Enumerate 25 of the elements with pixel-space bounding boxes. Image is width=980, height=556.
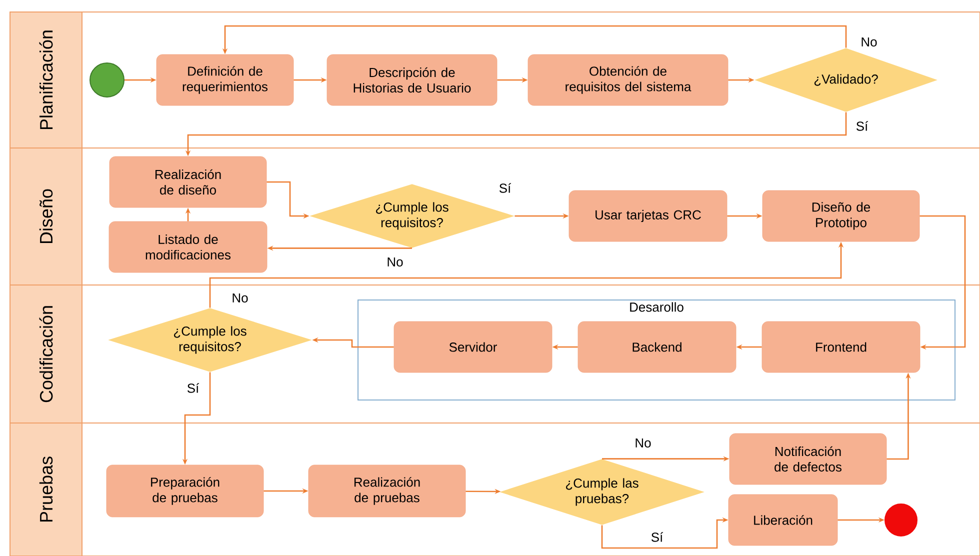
end-circle (884, 504, 918, 536)
process-box: Liberación (728, 494, 838, 546)
edge-label: Sí (854, 120, 870, 132)
process-box: Definición de requerimientos (156, 54, 294, 106)
process-box: Obtención de requisitos del sistema (528, 54, 728, 106)
edge-label: Sí (186, 382, 200, 394)
process-box: Realización de pruebas (308, 464, 466, 518)
edge-label: Sí (650, 531, 664, 543)
edge-label: No (386, 256, 404, 268)
process-box: Notificación de defectos (729, 433, 887, 485)
process-box: Preparación de pruebas (106, 464, 264, 518)
edge-label: No (230, 292, 250, 304)
process-box: Usar tarjetas CRC (568, 190, 728, 242)
process-box: Diseño de Prototipo (762, 190, 920, 242)
arrow (920, 215, 966, 350)
process-box: Descripción de Historias de Usuario (326, 54, 498, 106)
start-circle (90, 62, 124, 98)
edge-label: No (860, 36, 878, 48)
process-box: Frontend (762, 321, 920, 373)
edge-label: Sí (498, 182, 512, 194)
edge-label: No (634, 437, 652, 449)
process-box: Servidor (394, 321, 552, 373)
process-box: Realización de diseño (109, 156, 267, 208)
process-box: Backend (578, 321, 736, 373)
process-box: Listado de modificaciones (108, 221, 268, 273)
